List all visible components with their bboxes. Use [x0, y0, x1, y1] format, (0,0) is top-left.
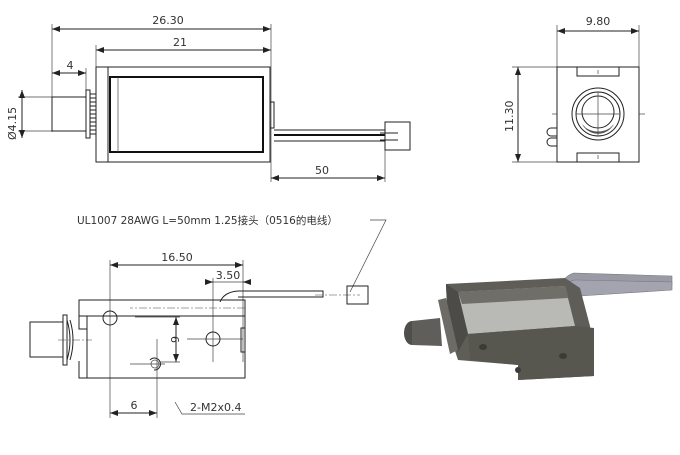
side-view: UL1007 28AWG L=50mm 1.25接头（0516的电线） 16.5…: [29, 214, 387, 418]
dim-wire-length-label: 50: [315, 164, 329, 177]
mounting-hole: [102, 310, 118, 326]
coil: [109, 76, 264, 153]
frame: [95, 66, 271, 163]
thread-callout-label: 2-M2x0.4: [190, 401, 241, 414]
dim-vertical-offset-label: 6: [168, 336, 181, 343]
note-leader: [349, 219, 387, 293]
spring: [90, 93, 96, 135]
end-view: 9.80 11.30: [503, 15, 645, 163]
dim-width-label: 9.80: [586, 15, 611, 28]
solenoid-3d-render: [404, 272, 673, 380]
top-view: 26.30 21 4 Ø4.15 50: [6, 14, 411, 182]
wire-spec-note: UL1007 28AWG L=50mm 1.25接头（0516的电线）: [77, 214, 338, 227]
dim-hole-spacing-label: 16.50: [161, 251, 193, 264]
dim-plunger-diameter-label: Ø4.15: [6, 107, 19, 140]
dim-plunger-extension-label: 4: [67, 59, 74, 72]
plunger: [29, 321, 64, 358]
dim-body-length-label: 21: [173, 36, 187, 49]
connector: [384, 121, 411, 151]
dim-horizontal-offset-label: 6: [131, 399, 138, 412]
plunger: [51, 96, 87, 132]
dim-overall-length-label: 26.30: [152, 14, 184, 27]
dim-height-label: 11.30: [503, 101, 516, 133]
dim-hole-offset-label: 3.50: [216, 269, 241, 282]
connector: [346, 285, 369, 305]
